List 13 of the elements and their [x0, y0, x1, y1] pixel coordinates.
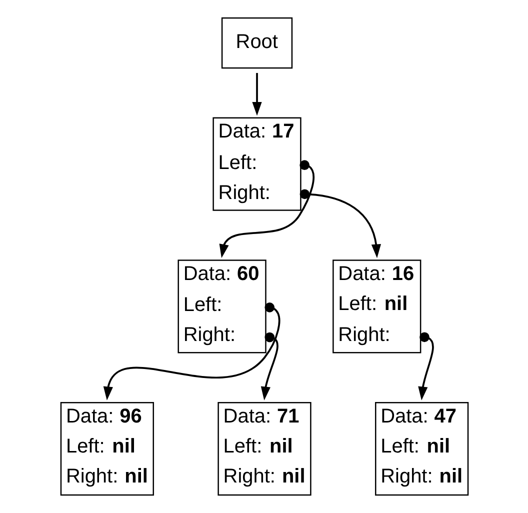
node-box: Root — [220, 17, 292, 69]
arrow — [102, 302, 280, 400]
arrow — [299, 189, 380, 258]
node-box: Data: 17 Left: Right: — [212, 117, 301, 211]
arrow — [418, 332, 434, 400]
arrow — [252, 72, 262, 116]
arrow — [218, 160, 314, 258]
node-box: Data: 96 Left: nil Right: nil — [60, 402, 154, 496]
node-box: Data: 60 Left: Right: — [177, 260, 266, 354]
node-box: Data: 47 Left: nil Right: nil — [374, 402, 468, 496]
node-box: Data: 16 Left: nil Right: — [332, 260, 421, 354]
arrow — [260, 332, 278, 400]
node-box: Data: 71 Left: nil Right: nil — [217, 402, 311, 496]
